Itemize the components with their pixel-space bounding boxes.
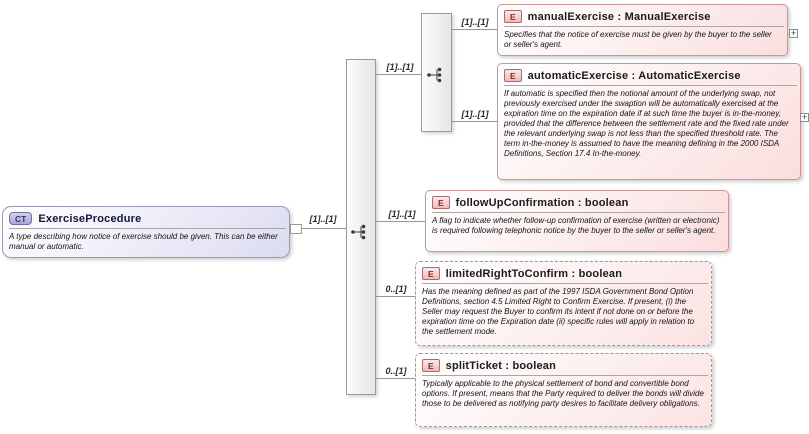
element-description: If automatic is specified then the notio… <box>504 89 789 158</box>
element-header: E manualExercise : ManualExercise <box>498 5 787 25</box>
element-badge-icon: E <box>504 69 522 82</box>
element-title: manualExercise : ManualExercise <box>527 10 711 23</box>
element-title: limitedRightToConfirm : boolean <box>445 267 623 280</box>
element-box-automaticexercise[interactable]: E automaticExercise : AutomaticExercise … <box>497 63 801 180</box>
cardinality-label: 0..[1] <box>385 366 407 376</box>
element-title: splitTicket : boolean <box>445 359 557 372</box>
separator <box>504 26 784 27</box>
connector-line <box>376 74 421 75</box>
element-header: E followUpConfirmation : boolean <box>426 191 728 211</box>
connector-line <box>376 221 425 222</box>
complex-type-description: A type describing how notice of exercise… <box>9 232 278 251</box>
separator <box>422 283 708 284</box>
element-badge-icon: E <box>422 267 440 280</box>
element-description: Typically applicable to the physical set… <box>422 379 704 408</box>
complex-type-header: CT ExerciseProcedure <box>3 207 289 227</box>
choice-icon <box>426 66 446 84</box>
cardinality-label: [1]..[1] <box>461 17 489 27</box>
element-description: Specifies that the notice of exercise mu… <box>504 30 772 49</box>
element-box-manualexercise[interactable]: E manualExercise : ManualExercise Specif… <box>497 4 788 56</box>
complex-type-box-exerciseprocedure[interactable]: CT ExerciseProcedure A type describing h… <box>2 206 290 258</box>
element-box-splitticket[interactable]: E splitTicket : boolean Typically applic… <box>415 353 712 427</box>
cardinality-label: [1]..[1] <box>309 214 337 224</box>
separator <box>432 212 725 213</box>
element-badge-icon: E <box>432 196 450 209</box>
separator <box>9 228 286 229</box>
separator <box>504 85 797 86</box>
sequence-icon <box>350 223 370 241</box>
complex-type-title: ExerciseProcedure <box>38 212 142 225</box>
connector-line <box>302 228 346 229</box>
separator <box>422 375 708 376</box>
element-header: E limitedRightToConfirm : boolean <box>416 262 711 282</box>
connector-line <box>452 29 497 30</box>
element-badge-icon: E <box>422 359 440 372</box>
expand-icon[interactable]: + <box>789 28 798 38</box>
element-description: Has the meaning defined as part of the 1… <box>422 287 695 336</box>
element-title: automaticExercise : AutomaticExercise <box>527 69 741 82</box>
connector-line <box>376 296 415 297</box>
element-badge-icon: E <box>504 10 522 23</box>
element-box-limitedrighttoconfirm[interactable]: E limitedRightToConfirm : boolean Has th… <box>415 261 712 346</box>
element-title: followUpConfirmation : boolean <box>455 196 629 209</box>
cardinality-label: [1]..[1] <box>388 209 416 219</box>
connector-line <box>376 378 415 379</box>
element-description: A flag to indicate whether follow-up con… <box>432 216 720 235</box>
complex-type-badge-icon: CT <box>9 212 33 225</box>
cardinality-label: 0..[1] <box>385 284 407 294</box>
element-header: E automaticExercise : AutomaticExercise <box>498 64 800 84</box>
connector-stub <box>290 224 302 234</box>
element-header: E splitTicket : boolean <box>416 354 711 374</box>
cardinality-label: [1]..[1] <box>386 62 414 72</box>
cardinality-label: [1]..[1] <box>461 109 489 119</box>
connector-line <box>452 121 497 122</box>
element-box-followupconfirmation[interactable]: E followUpConfirmation : boolean A flag … <box>425 190 729 252</box>
expand-icon[interactable]: + <box>800 112 809 122</box>
